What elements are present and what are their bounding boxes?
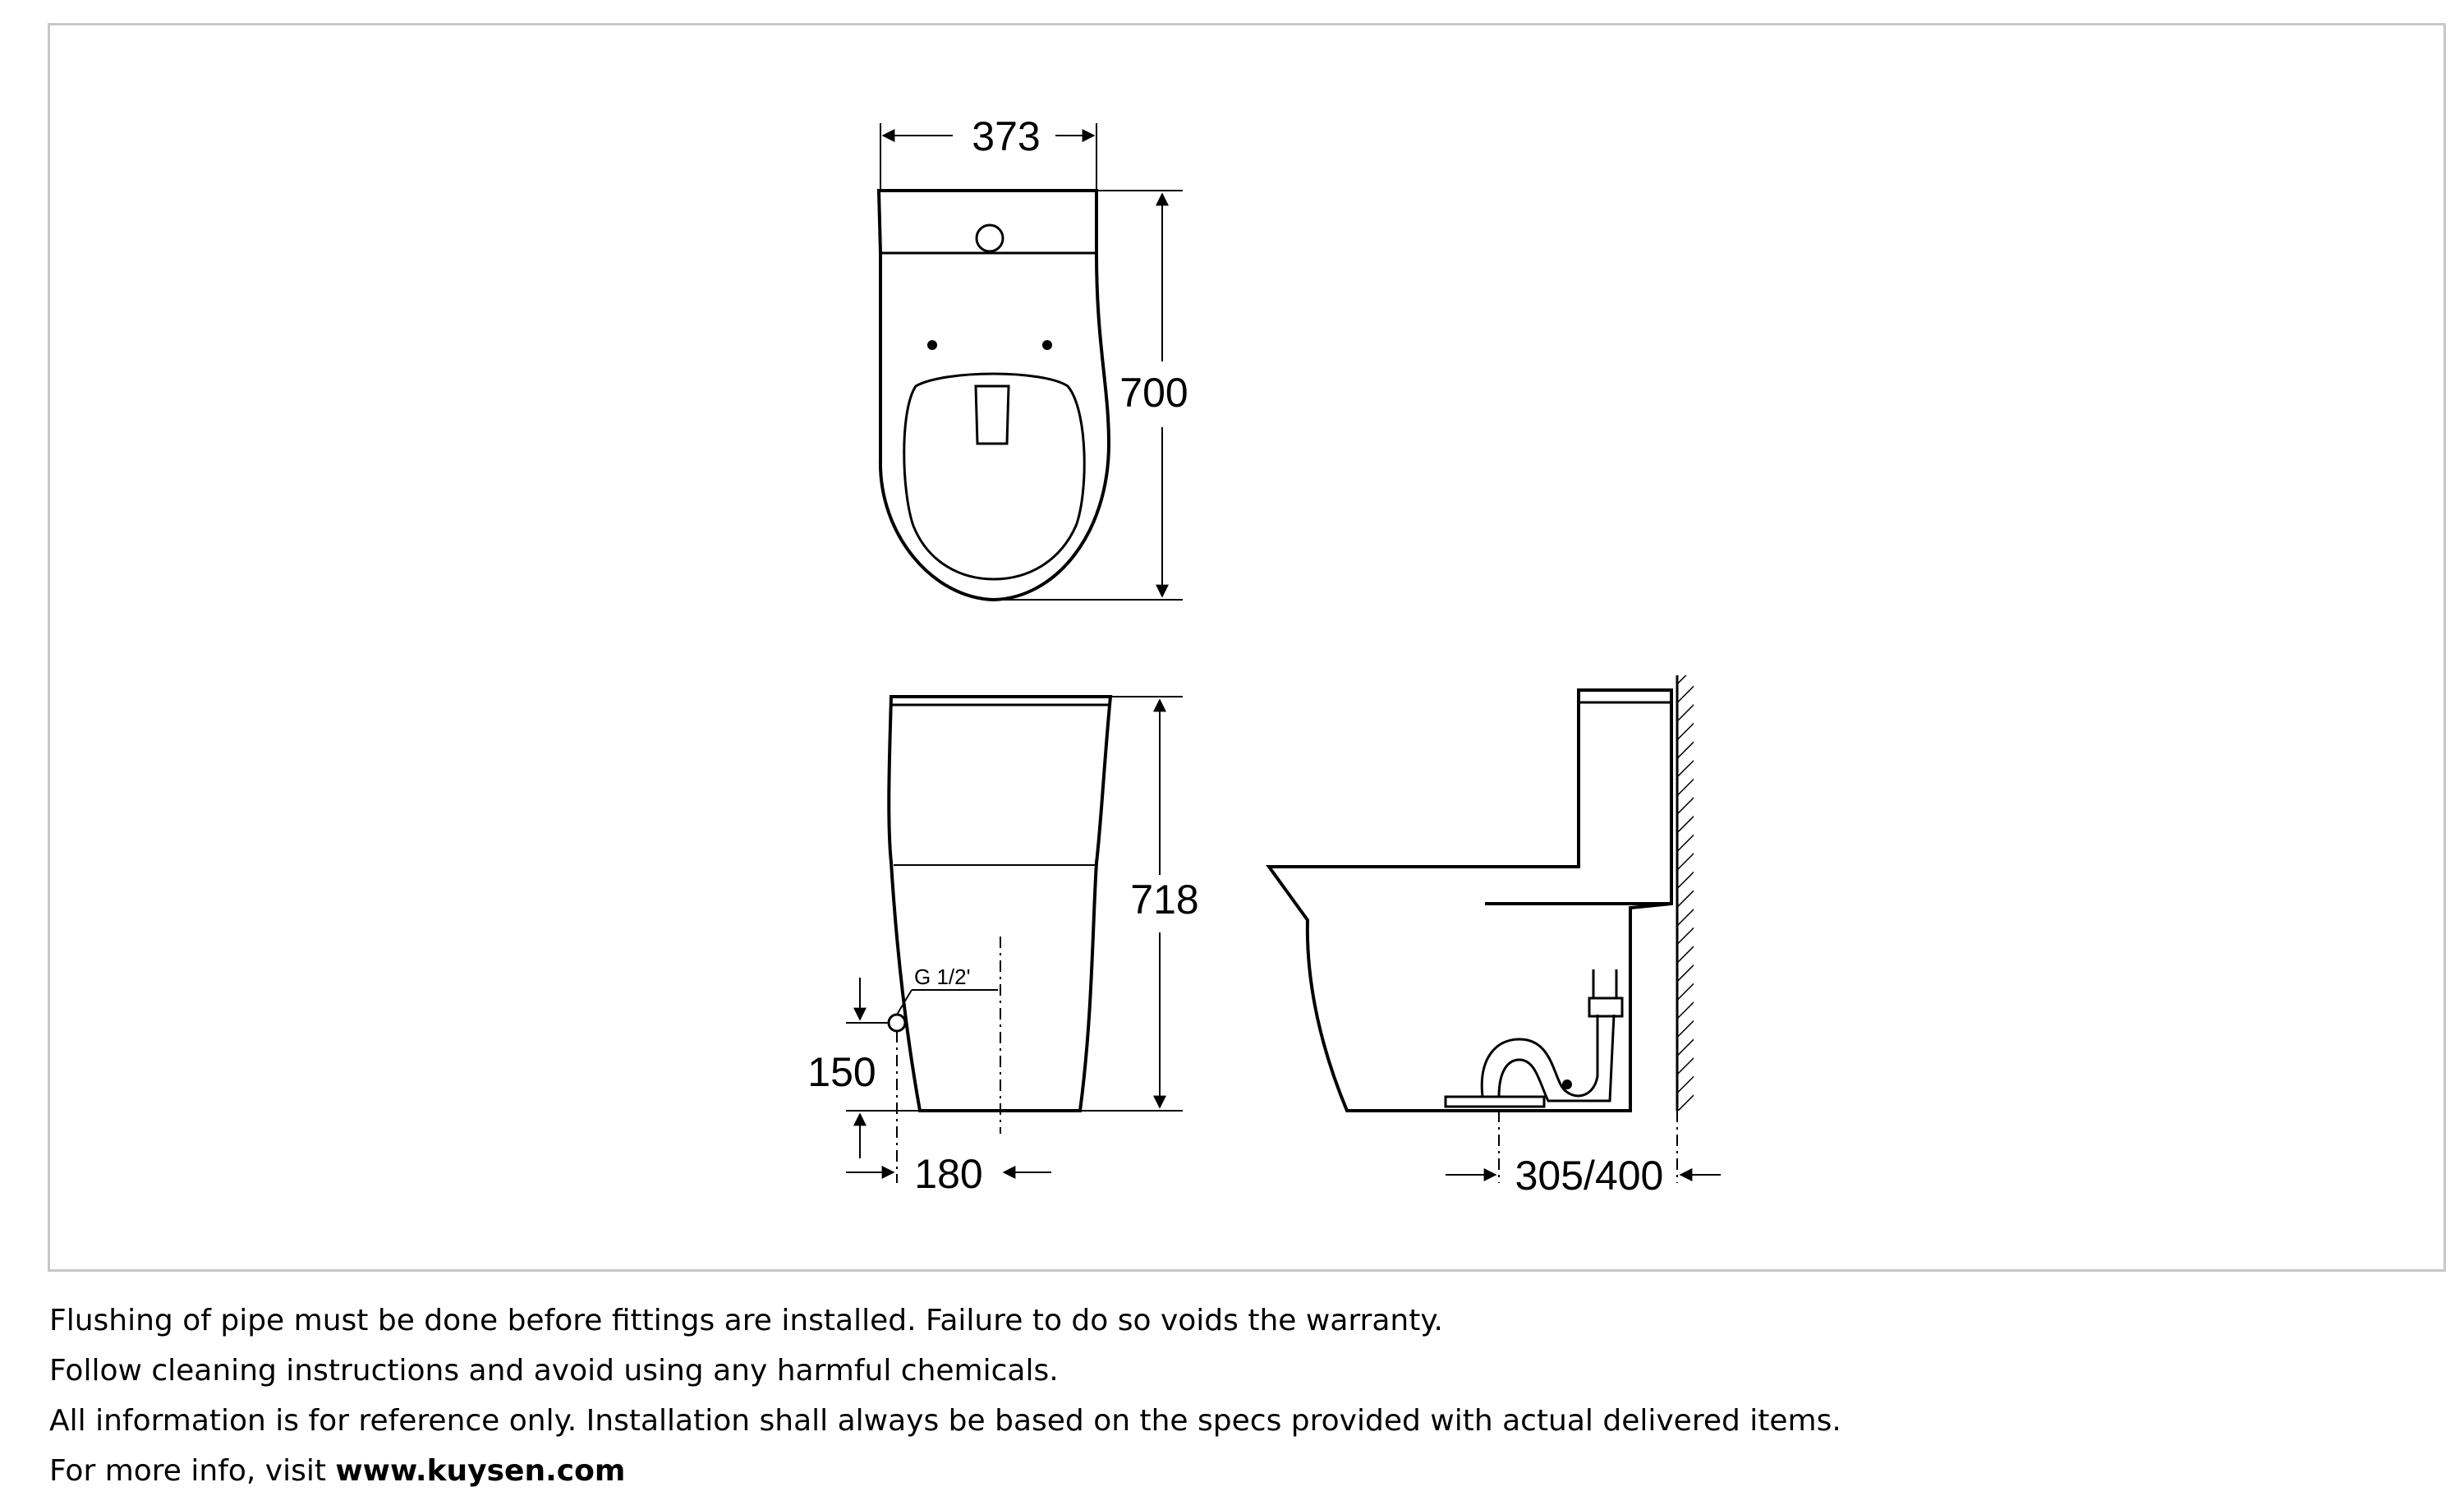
top-view: 373 700 xyxy=(876,113,1188,602)
top-view-outline xyxy=(876,189,1111,602)
dim-top-width: 373 xyxy=(972,113,1040,159)
note-line: All information is for reference only. I… xyxy=(49,1404,1841,1438)
seat-hinge-right xyxy=(1042,340,1052,350)
seat-outline xyxy=(903,372,1086,581)
trap-flange xyxy=(1588,997,1624,1018)
note-line: Follow cleaning instructions and avoid u… xyxy=(49,1354,1059,1388)
front-view: G 1/2' 718 150 180 xyxy=(807,695,1199,1197)
inlet-label: G 1/2' xyxy=(914,964,971,989)
more-info-line: For more info, visit www.kuysen.com xyxy=(49,1446,2431,1496)
dim-rough-in: 305/400 xyxy=(1515,1153,1664,1199)
more-info-prefix: For more info, visit xyxy=(49,1454,336,1488)
bowl-rim-line xyxy=(1268,866,1308,921)
diagram-frame xyxy=(48,23,2446,1272)
website-link[interactable]: www.kuysen.com xyxy=(335,1454,626,1488)
note-line: Flushing of pipe must be done before fit… xyxy=(49,1304,1443,1337)
inlet-valve xyxy=(887,1013,907,1033)
seat-hinge-left xyxy=(927,340,937,350)
dim-top-length: 700 xyxy=(1119,370,1188,416)
wall-hatch xyxy=(1677,675,1694,1111)
notes-section: Flushing of pipe must be done before fit… xyxy=(49,1296,2431,1496)
dim-inlet-height: 150 xyxy=(807,1049,876,1095)
trapway xyxy=(1480,1015,1599,1098)
flush-button xyxy=(975,223,1004,253)
outlet-opening xyxy=(974,384,1010,445)
dim-front-height: 718 xyxy=(1130,877,1198,923)
dim-inlet-offset: 180 xyxy=(914,1151,982,1197)
side-view-outline xyxy=(1266,688,1673,1112)
side-view: 305/400 xyxy=(1266,675,1721,1199)
floor-flange xyxy=(1444,1095,1546,1108)
